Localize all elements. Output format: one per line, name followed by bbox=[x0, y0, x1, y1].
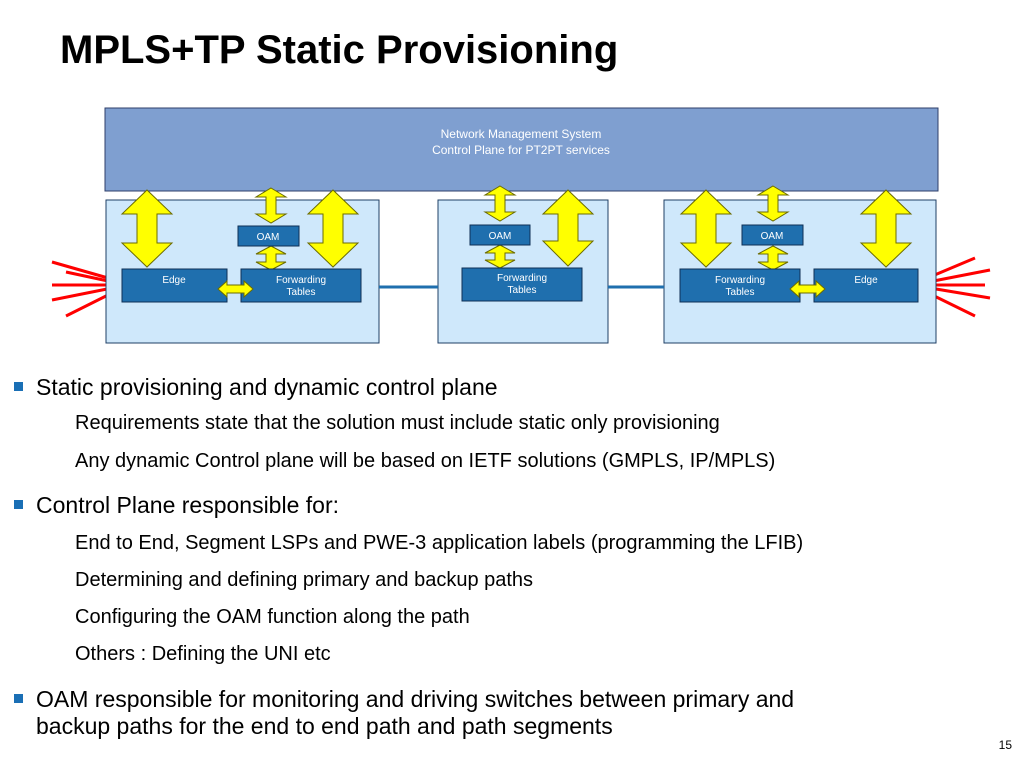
fwd-box-left bbox=[240, 268, 362, 303]
oam-arrow-middle-top bbox=[483, 185, 517, 222]
oam-label-right: OAM bbox=[761, 231, 784, 242]
oam-arrow-left-top bbox=[254, 187, 288, 224]
bullet-1-sub-1: Requirements state that the solution mus… bbox=[75, 412, 720, 434]
bullet-square-icon bbox=[14, 382, 23, 391]
oam-arrow-right-top bbox=[756, 185, 790, 222]
bullet-1-sub-2: Any dynamic Control plane will be based … bbox=[75, 450, 776, 472]
network-diagram: Network Management System Control Plane … bbox=[51, 107, 991, 344]
bullet-2-sub-3: Configuring the OAM function along the p… bbox=[75, 606, 470, 628]
edge-fwd-arrow-left bbox=[217, 279, 254, 299]
oam-box-middle bbox=[469, 224, 531, 246]
bullet-2-sub-2: Determining and defining primary and bac… bbox=[75, 569, 534, 591]
large-arrow-right-1 bbox=[679, 189, 733, 268]
bullet-3-text-line2: backup paths for the end to end path and… bbox=[36, 713, 613, 739]
large-arrow-middle bbox=[541, 189, 595, 267]
bullet-2-text: Control Plane responsible for: bbox=[36, 492, 339, 518]
large-arrow-left-2 bbox=[306, 189, 360, 268]
fwd-label-middle-1: Forwarding bbox=[497, 273, 547, 284]
bullet-1: Static provisioning and dynamic control … bbox=[14, 374, 498, 401]
fwd-label-left-2: Tables bbox=[287, 287, 316, 298]
edge-fwd-arrow-right bbox=[789, 279, 826, 299]
fwd-label-left-1: Forwarding bbox=[276, 275, 326, 286]
oam-box-right bbox=[741, 224, 804, 246]
edge-label-right: Edge bbox=[854, 275, 878, 286]
nms-label-line2: Control Plane for PT2PT services bbox=[432, 143, 610, 157]
fwd-label-right-2: Tables bbox=[726, 287, 755, 298]
bullet-1-text: Static provisioning and dynamic control … bbox=[36, 374, 498, 400]
edge-label-left: Edge bbox=[162, 275, 186, 286]
fwd-box-right bbox=[679, 268, 801, 303]
edge-box-left bbox=[121, 268, 228, 303]
fwd-box-middle bbox=[461, 267, 583, 302]
nms-label-line1: Network Management System bbox=[441, 127, 602, 141]
fwd-label-right-1: Forwarding bbox=[715, 275, 765, 286]
bullet-2-sub-1: End to End, Segment LSPs and PWE-3 appli… bbox=[75, 532, 804, 554]
bullet-3-text-line1: OAM responsible for monitoring and drivi… bbox=[36, 686, 795, 712]
bullet-square-icon bbox=[14, 694, 23, 703]
bullet-2-sub-4: Others : Defining the UNI etc bbox=[75, 643, 331, 665]
nms-box bbox=[104, 107, 939, 192]
slide-number: 15 bbox=[998, 738, 1012, 752]
fwd-label-middle-2: Tables bbox=[508, 285, 537, 296]
large-arrow-right-2 bbox=[859, 189, 913, 268]
oam-box-left bbox=[237, 225, 300, 247]
oam-label-middle: OAM bbox=[489, 231, 512, 242]
slide-title: MPLS+TP Static Provisioning bbox=[60, 28, 619, 72]
bullet-3: OAM responsible for monitoring and drivi… bbox=[14, 686, 795, 740]
edge-box-right bbox=[813, 268, 919, 303]
large-arrow-left-1 bbox=[120, 189, 174, 268]
oam-label-left: OAM bbox=[257, 232, 280, 243]
bullet-2: Control Plane responsible for: bbox=[14, 492, 339, 519]
bullet-square-icon bbox=[14, 500, 23, 509]
